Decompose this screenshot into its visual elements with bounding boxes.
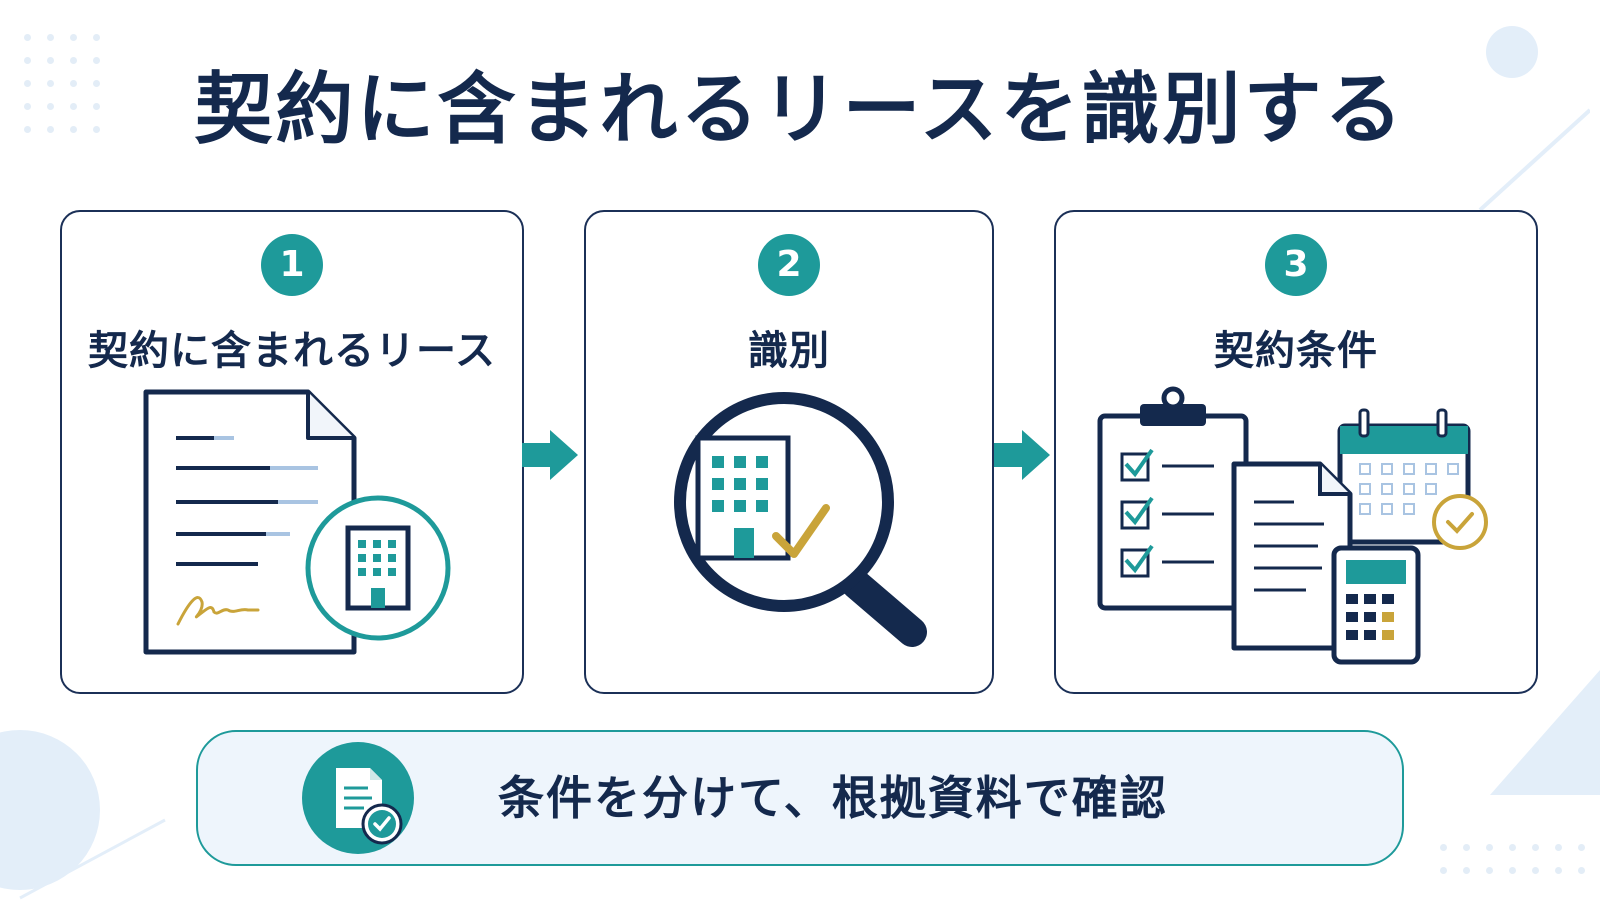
document-check-icon xyxy=(302,742,414,854)
step-number-badge: 1 xyxy=(261,234,323,296)
step-number-badge: 3 xyxy=(1265,234,1327,296)
step-label: 契約に含まれるリース xyxy=(88,328,496,374)
decor-circle-top-right xyxy=(1486,26,1538,78)
decor-triangle-bottom-right xyxy=(1490,670,1600,795)
summary-banner: 条件を分けて、根拠資料で確認 xyxy=(196,730,1404,866)
step-number-badge: 2 xyxy=(758,234,820,296)
decor-line-right xyxy=(1478,108,1590,212)
decor-line-bottom-left xyxy=(19,818,166,900)
step-card-2: 2 識別 xyxy=(584,210,994,694)
page-title: 契約に含まれるリースを識別する xyxy=(194,65,1406,155)
arrow-right-icon xyxy=(522,430,578,480)
arrow-right-icon xyxy=(994,430,1050,480)
step-label: 契約条件 xyxy=(1214,328,1378,374)
step-card-1: 1 契約に含まれるリース xyxy=(60,210,524,694)
decor-dots-top-left xyxy=(24,34,100,133)
clipboard-calendar-calculator-icon xyxy=(1097,386,1488,665)
contract-document-building-icon xyxy=(143,389,451,655)
summary-text: 条件を分けて、根拠資料で確認 xyxy=(498,771,1168,825)
decor-dots-bottom-right xyxy=(1440,844,1585,874)
step-label: 識別 xyxy=(748,328,830,374)
magnifier-building-check-icon xyxy=(674,392,927,647)
step-card-3: 3 契約条件 xyxy=(1054,210,1538,694)
